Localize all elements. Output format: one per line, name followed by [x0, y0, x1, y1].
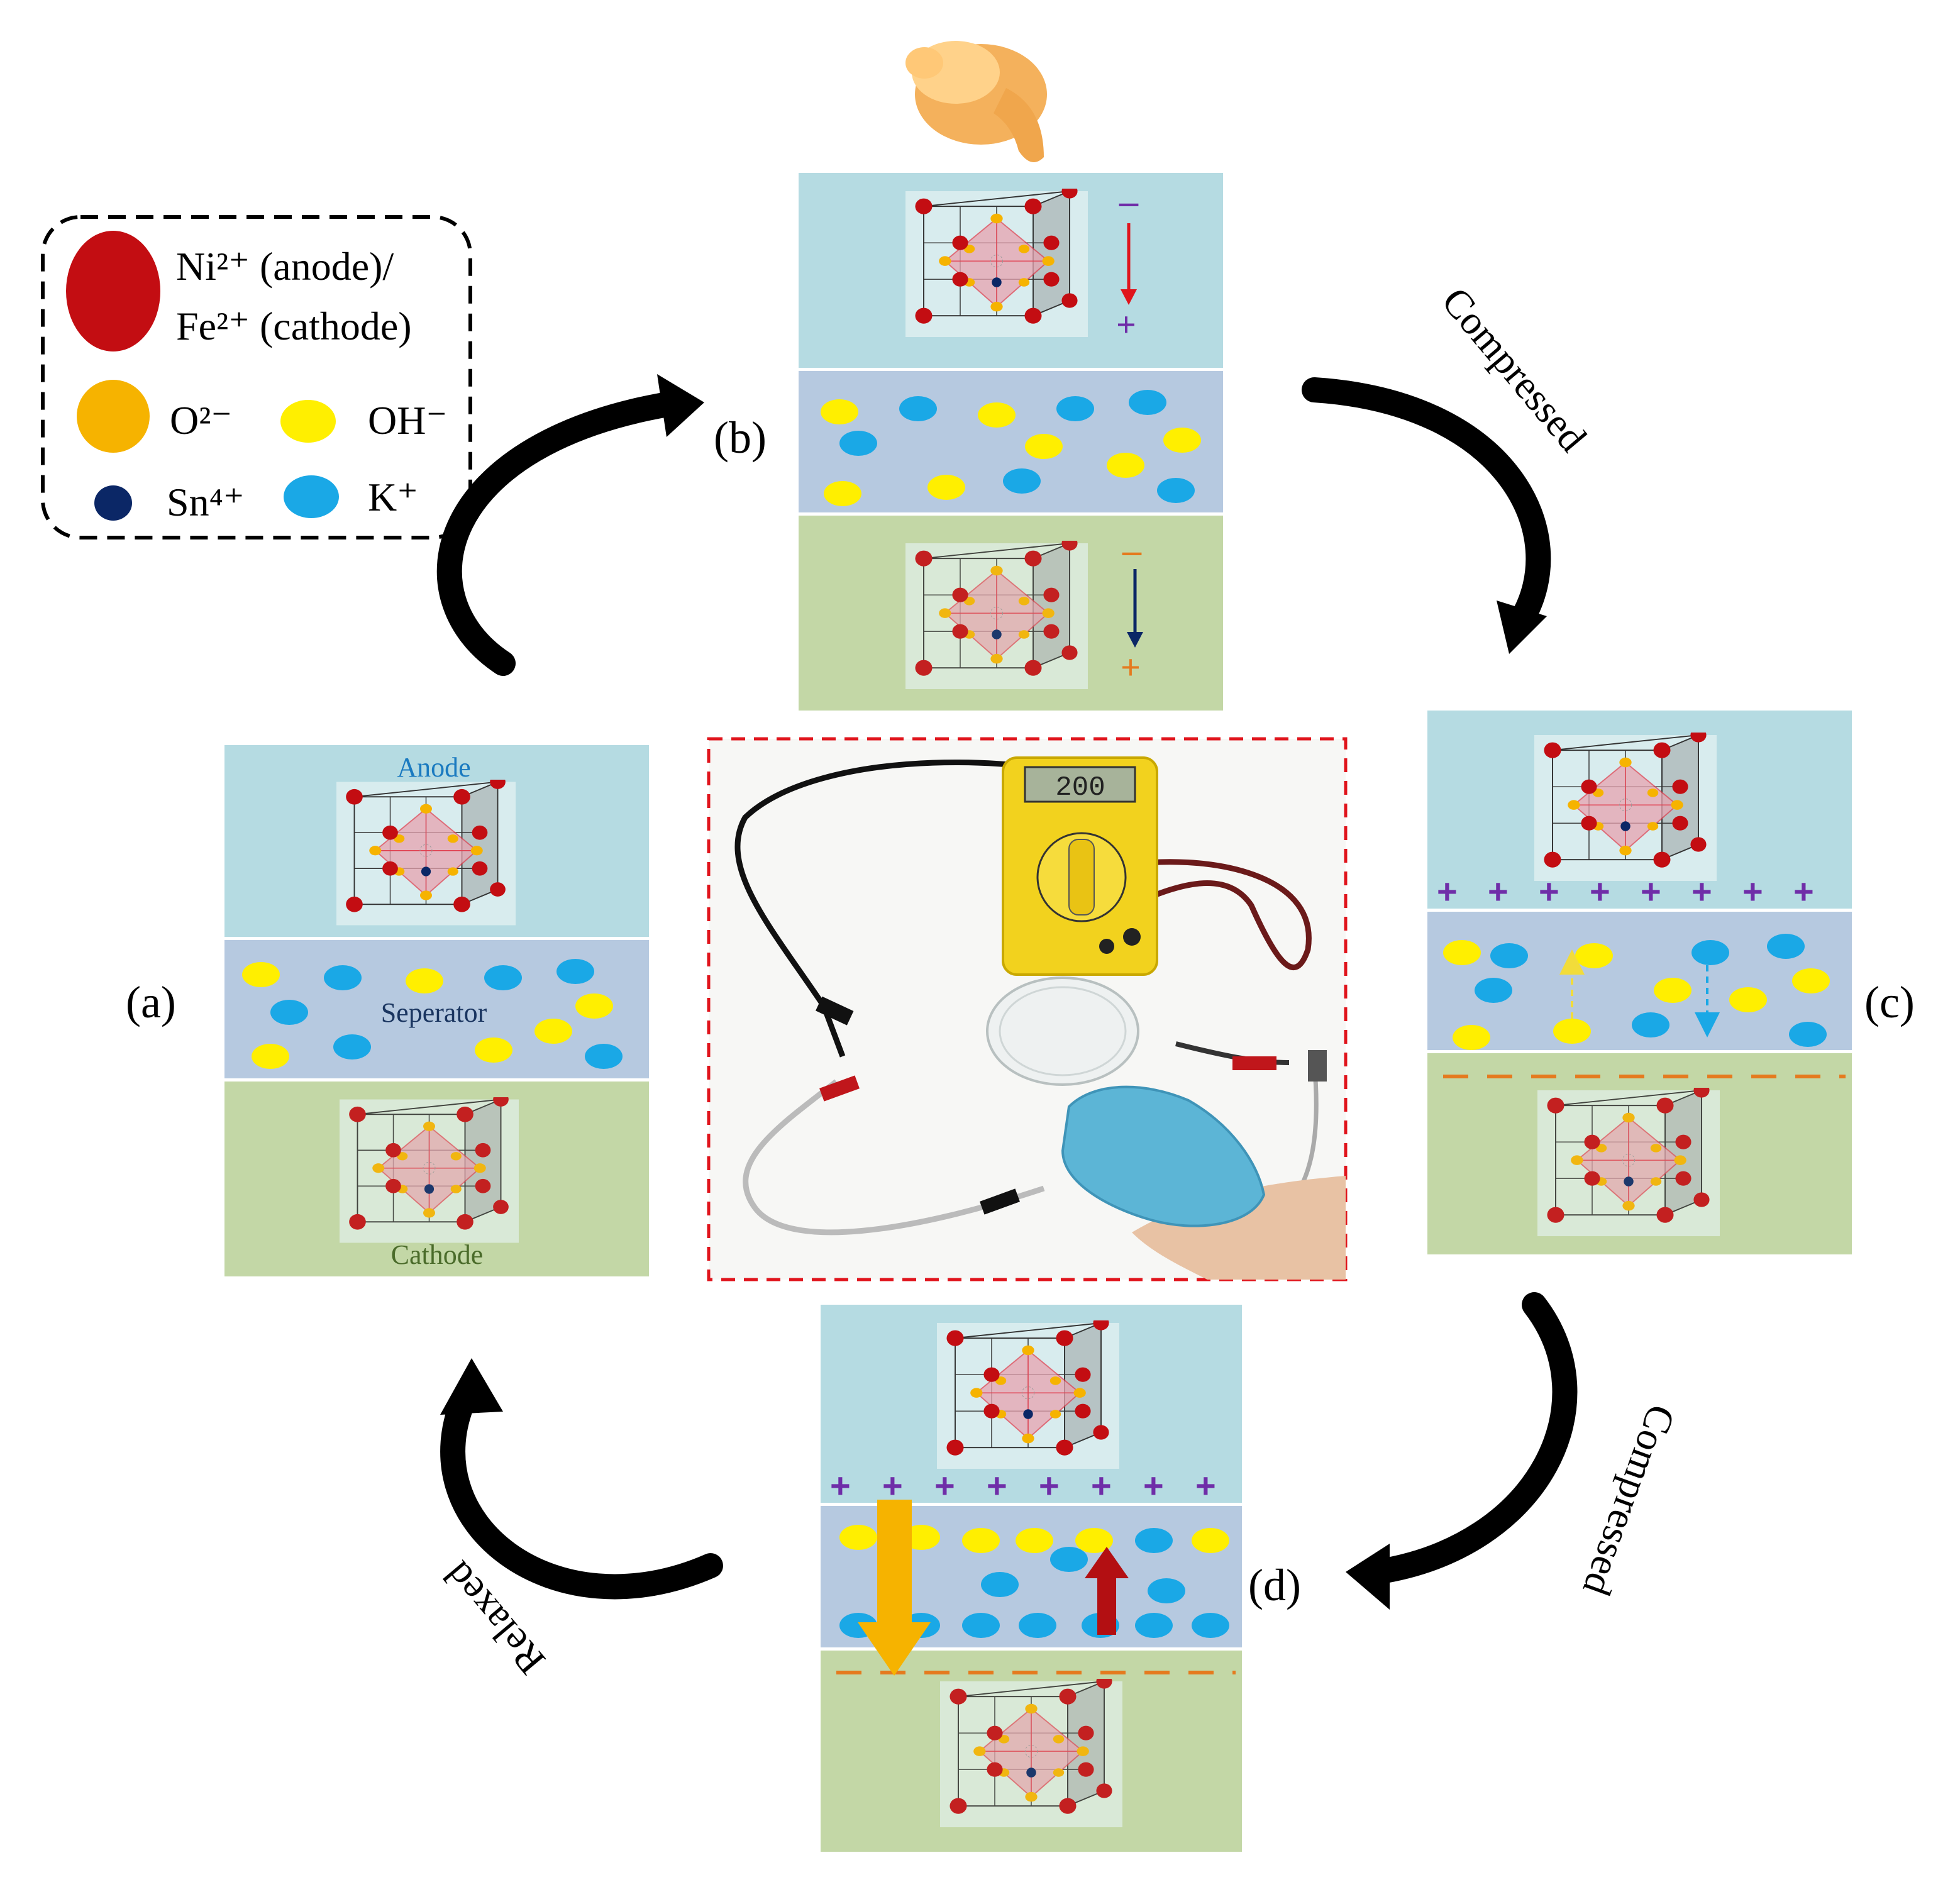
compressed-label-right: Compressed: [1575, 1399, 1685, 1602]
panel-d-ions: [839, 1525, 1229, 1638]
panel-b-cathode-minus: –: [1122, 529, 1142, 571]
panel-d-label: (d): [1248, 1560, 1301, 1610]
panel-b-anode-minus: –: [1119, 180, 1139, 222]
svg-text:+: +: [830, 1466, 851, 1505]
panel-c-positive-charges: + + + + + + + +: [1437, 871, 1814, 911]
panel-c-label: (c): [1864, 977, 1915, 1027]
legend-o2-label: O²⁻: [170, 398, 232, 443]
panel-b-anode-plus: +: [1116, 306, 1136, 345]
svg-text:+: +: [934, 1466, 955, 1505]
experiment-photo: 200: [707, 737, 1348, 1281]
svg-text:+: +: [1143, 1466, 1164, 1505]
panel-a: Anode Seperator Cathode (a): [126, 745, 649, 1276]
svg-text:+: +: [987, 1466, 1007, 1505]
svg-text:+: +: [1039, 1466, 1060, 1505]
svg-text:+: +: [1590, 871, 1610, 911]
legend-ni-fe-label-1: Ni²⁺ (anode)/: [176, 244, 394, 289]
photo-border: [707, 737, 1348, 1281]
arrow-b-to-c: [1302, 377, 1551, 654]
svg-text:+: +: [1641, 871, 1661, 911]
panel-c: + + + + + + + + (c): [1427, 711, 1915, 1254]
gloved-hand: [1061, 1085, 1266, 1227]
svg-text:+: +: [1793, 871, 1814, 911]
panel-d: + + + + + + + + (d): [821, 1305, 1301, 1852]
legend-oh-label: OH⁻: [368, 398, 447, 443]
panel-a-anode-label: Anode: [397, 752, 470, 783]
svg-text:+: +: [1742, 871, 1763, 911]
panel-b: – + – + (b): [714, 173, 1223, 711]
legend: Ni²⁺ (anode)/ Fe²⁺ (cathode) O²⁻ OH⁻ Sn⁴…: [41, 215, 472, 539]
arrow-a-to-b: [436, 374, 704, 676]
petri-dish: [986, 976, 1139, 1086]
panel-b-label: (b): [714, 412, 767, 463]
panel-a-ions: [242, 959, 623, 1069]
legend-oh-swatch: [280, 400, 336, 443]
panel-b-ions: [821, 390, 1201, 506]
panel-a-label: (a): [126, 977, 176, 1027]
thumb-down-hand-icon: [905, 41, 1047, 162]
legend-sn-swatch: [94, 485, 132, 521]
svg-text:+: +: [1488, 871, 1509, 911]
legend-ni-fe-swatch: [66, 231, 160, 351]
multimeter: 200: [1002, 756, 1158, 976]
svg-text:+: +: [1195, 1466, 1216, 1505]
panel-d-cation-flow-arrow: [1085, 1547, 1129, 1635]
legend-o2-swatch: [77, 380, 150, 453]
panel-d-anion-flow-arrow: [858, 1500, 931, 1676]
legend-border: [41, 215, 472, 539]
panel-a-separator-label: Seperator: [381, 997, 487, 1028]
multimeter-reading: 200: [1055, 772, 1105, 804]
arrow-d-to-a: [440, 1358, 723, 1600]
panel-d-positive-charges: + + + + + + + +: [830, 1466, 1216, 1505]
arm: [1132, 1176, 1346, 1280]
panel-c-ions: [1443, 934, 1830, 1050]
panel-a-cathode-label: Cathode: [391, 1239, 484, 1270]
legend-k-swatch: [284, 475, 339, 518]
panel-b-cathode-plus: +: [1121, 648, 1141, 687]
legend-k-label: K⁺: [368, 475, 418, 519]
legend-sn-label: Sn⁴⁺: [167, 480, 245, 524]
svg-text:+: +: [1539, 871, 1559, 911]
arrow-c-to-d: [1346, 1292, 1578, 1610]
svg-text:+: +: [1437, 871, 1458, 911]
legend-ni-fe-label-2: Fe²⁺ (cathode): [176, 304, 412, 348]
svg-text:+: +: [1091, 1466, 1112, 1505]
svg-text:+: +: [1691, 871, 1712, 911]
svg-text:+: +: [882, 1466, 903, 1505]
